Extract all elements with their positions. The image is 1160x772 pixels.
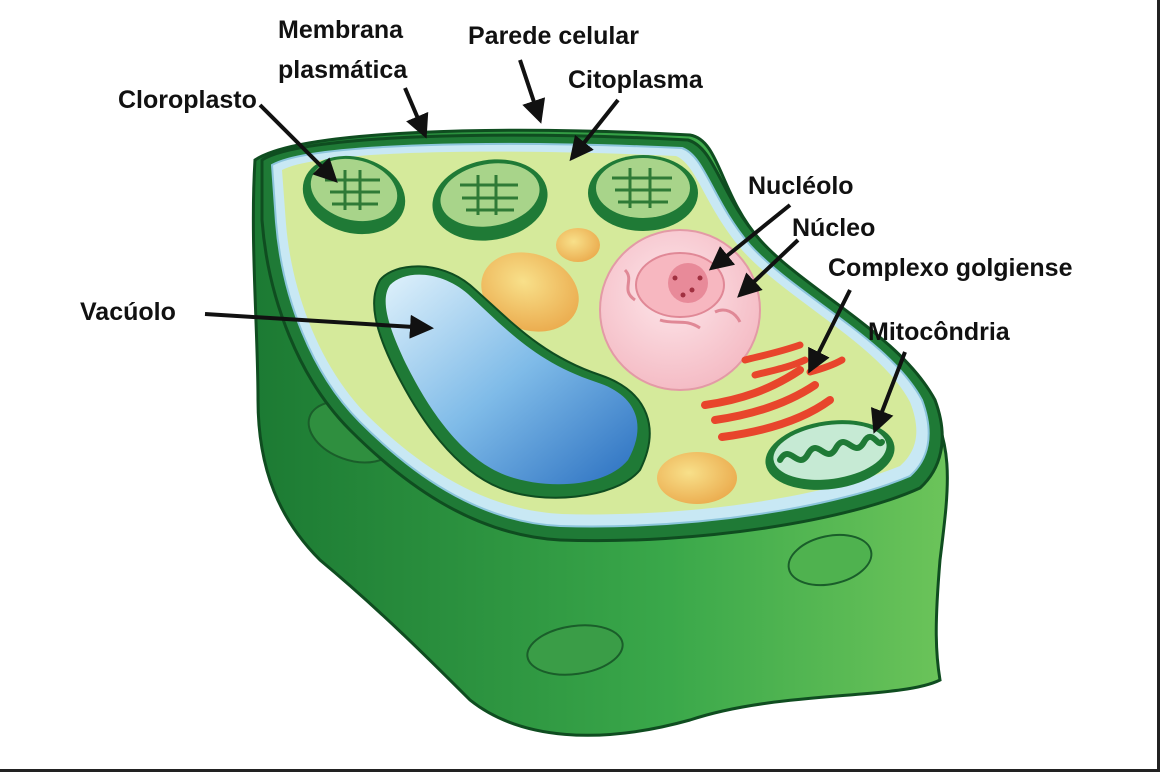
label-cloroplasto: Cloroplasto (118, 86, 257, 114)
vesicle (481, 252, 579, 332)
vacuole (373, 265, 651, 499)
label-mitocondria: Mitocôndria (868, 318, 1011, 346)
wall-pit (526, 624, 624, 676)
label-citoplasma: Citoplasma (568, 66, 704, 94)
mitochondrion (765, 420, 895, 490)
arrow-vacuolo (204, 312, 434, 339)
arrow-golgi (808, 289, 852, 374)
label-membrana-line1: Membrana (278, 16, 404, 44)
arrow-nucleo (737, 238, 800, 298)
label-vacuolo: Vacúolo (80, 298, 176, 326)
arrow-citoplasma (569, 98, 620, 162)
golgi-apparatus (701, 341, 846, 441)
arrow-parede (518, 59, 546, 124)
arrow-cloroplasto (258, 103, 338, 183)
vesicle (657, 452, 737, 504)
arrow-nucleolo (708, 203, 792, 271)
label-membrana-line2: plasmática (278, 56, 408, 84)
label-nucleolo: Nucléolo (748, 172, 854, 200)
chloroplast (588, 155, 698, 231)
label-nucleo: Núcleo (792, 214, 875, 242)
chloroplast (432, 159, 548, 241)
vesicle (556, 228, 600, 262)
arrow-mitocondria (870, 351, 907, 434)
nucleolus (668, 263, 708, 303)
nucleus (599, 229, 761, 391)
label-golgi: Complexo golgiense (828, 254, 1073, 282)
arrow-membrana (403, 87, 429, 139)
wall-pit (787, 533, 873, 587)
leader-lines (204, 59, 907, 434)
label-parede: Parede celular (468, 22, 639, 50)
